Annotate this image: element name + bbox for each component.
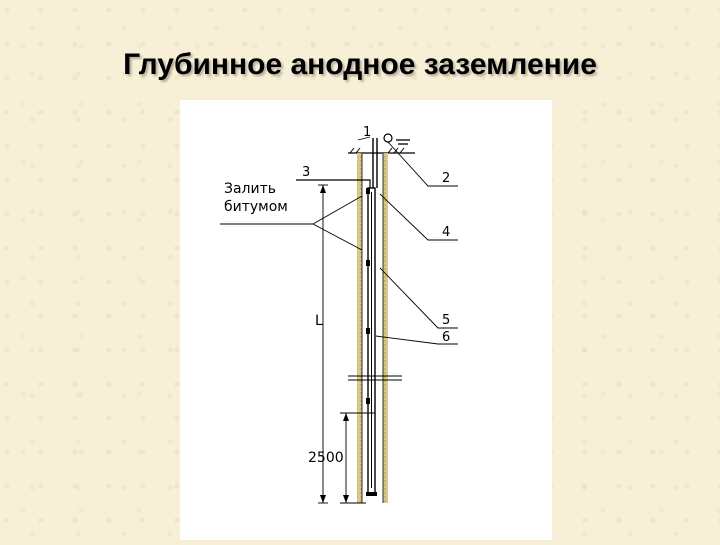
anode-string	[366, 187, 377, 496]
cable	[372, 133, 393, 188]
ground-well-diagram: 1 2 3 4 5 6 Залить битумом L 2500	[220, 125, 458, 504]
label-fill-line1: Залить	[224, 181, 276, 197]
label-1: 1	[363, 125, 371, 140]
label-fill-line2: битумом	[224, 199, 288, 215]
anode-joints	[366, 188, 370, 404]
leader-lines	[220, 136, 458, 345]
label-dimension: 2500	[308, 450, 344, 466]
dimension-2500	[340, 412, 375, 504]
dimension-l	[318, 184, 328, 504]
label-6: 6	[442, 330, 450, 345]
label-2: 2	[442, 171, 450, 186]
slide-title: Глубинное анодное заземление	[123, 48, 597, 81]
label-5: 5	[442, 313, 450, 328]
vent-pipe	[296, 179, 371, 188]
backfill-marker	[348, 375, 402, 381]
label-length: L	[315, 313, 323, 329]
borehole-wall-right	[383, 153, 388, 503]
borehole-wall-left	[357, 153, 362, 503]
ground-terminal	[396, 139, 410, 145]
label-3: 3	[302, 165, 310, 180]
ground-surface	[348, 147, 415, 154]
label-4: 4	[442, 225, 450, 240]
diagram-panel: 1 2 3 4 5 6 Залить битумом L 2500	[180, 100, 552, 540]
